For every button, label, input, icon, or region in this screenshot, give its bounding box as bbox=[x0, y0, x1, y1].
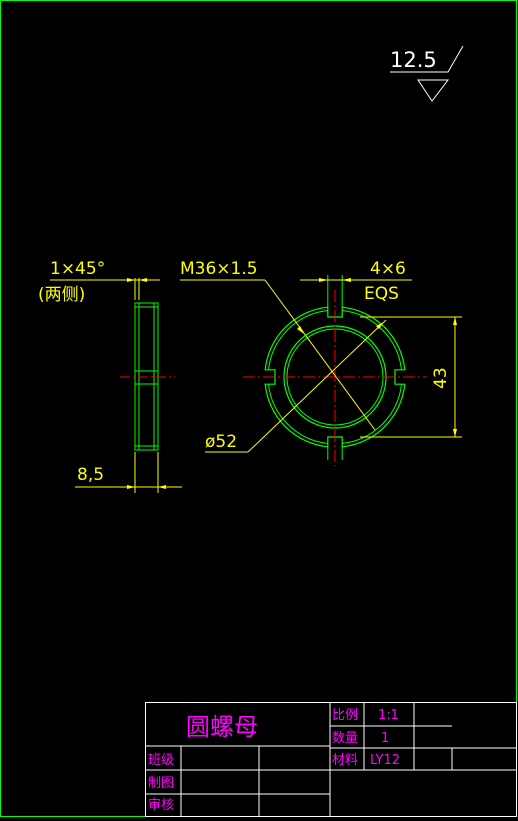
class-label: 班级 bbox=[148, 753, 174, 768]
diameter-callout: ø52 bbox=[205, 319, 387, 453]
check-label: 审核 bbox=[148, 798, 174, 813]
material-label: 材料 bbox=[332, 753, 358, 768]
chamfer-label: 1×45° bbox=[50, 259, 105, 279]
scale-value: 1:1 bbox=[378, 708, 399, 723]
qty-value: 1 bbox=[381, 731, 389, 746]
thickness-label: 8,5 bbox=[77, 465, 104, 485]
thread-callout: M36×1.5 bbox=[180, 259, 376, 431]
roughness-symbol: 12.5 bbox=[390, 45, 464, 102]
thickness-dimension: 8,5 bbox=[75, 452, 182, 493]
title-block: 圆螺母 比例 1:1 数量 1 材料 LY12 班级 制图 审核 bbox=[145, 702, 517, 817]
side-view bbox=[120, 302, 175, 451]
front-view bbox=[243, 275, 427, 466]
drawn-label: 制图 bbox=[148, 776, 174, 791]
width-dimension: 43 bbox=[360, 316, 462, 438]
thread-label: M36×1.5 bbox=[180, 259, 258, 279]
qty-label: 数量 bbox=[332, 731, 358, 746]
material-value: LY12 bbox=[370, 753, 400, 768]
scale-label: 比例 bbox=[332, 708, 358, 723]
diameter-label: ø52 bbox=[205, 432, 237, 452]
roughness-value: 12.5 bbox=[390, 48, 437, 72]
width-label: 43 bbox=[431, 367, 451, 389]
chamfer-note: (两侧) bbox=[38, 285, 85, 305]
slots-label: 4×6 bbox=[370, 259, 406, 279]
slots-note: EQS bbox=[364, 284, 399, 304]
chamfer-dimension: 1×45° (两侧) bbox=[38, 259, 160, 305]
part-name: 圆螺母 bbox=[186, 713, 258, 741]
slots-dimension: 4×6 EQS bbox=[300, 259, 412, 304]
